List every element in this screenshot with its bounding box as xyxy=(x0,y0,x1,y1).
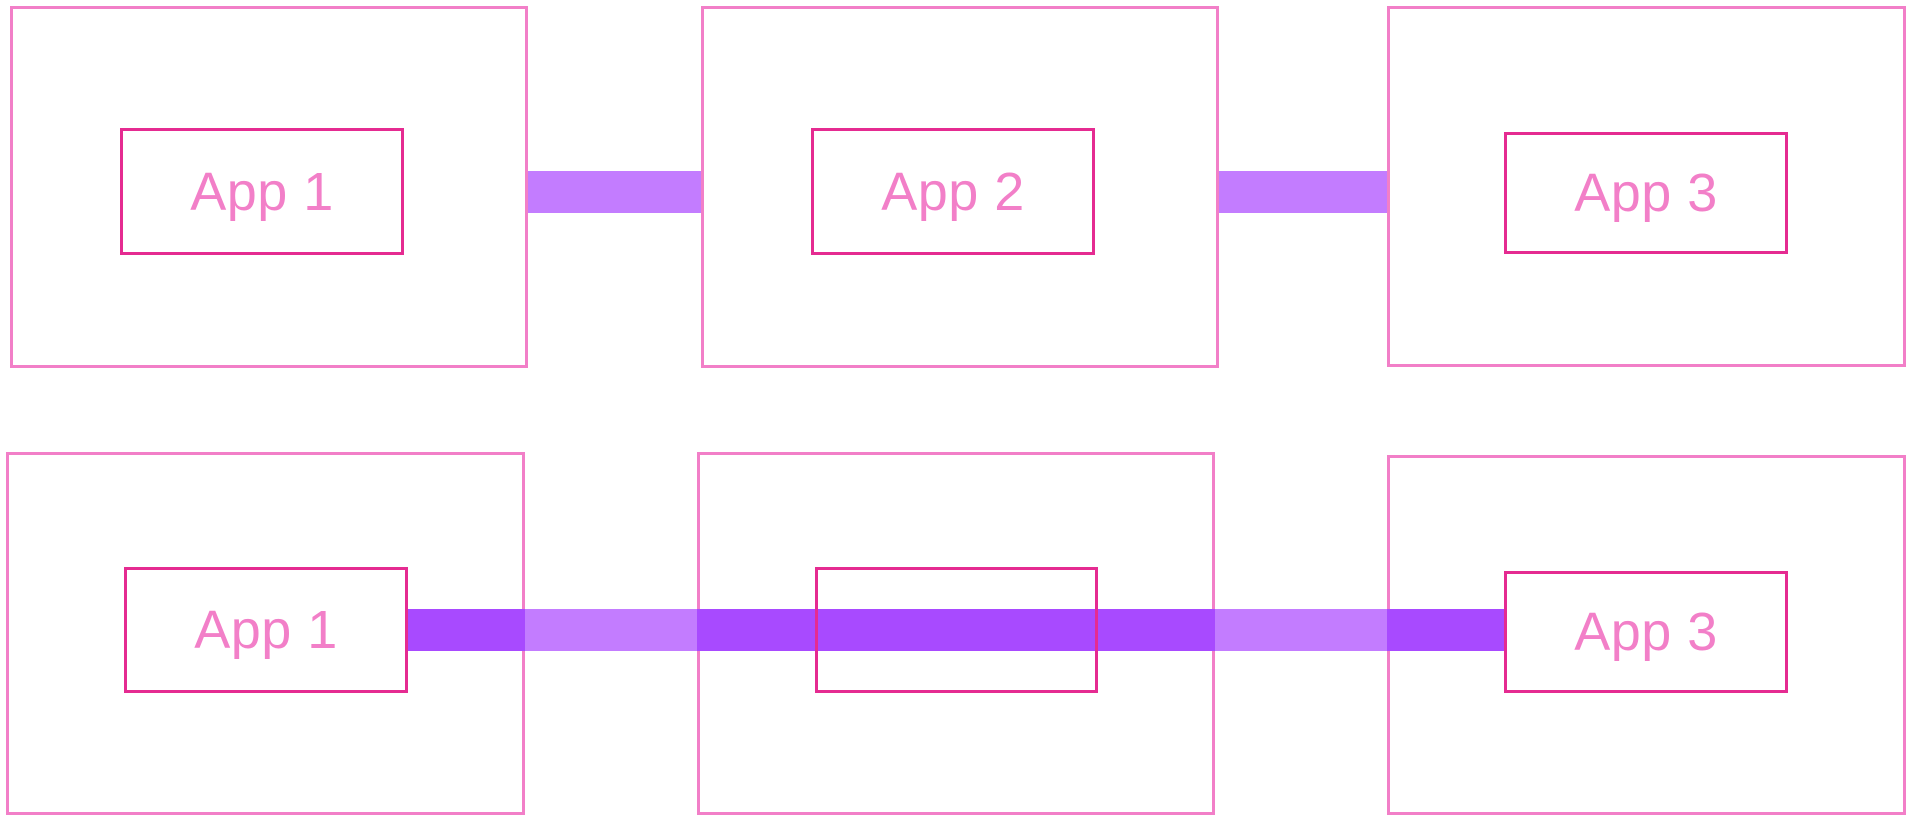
bottom-app-1: App 1 xyxy=(124,567,408,693)
bottom-app-2 xyxy=(815,567,1098,693)
top-app-3: App 3 xyxy=(1504,132,1788,254)
top-app-2: App 2 xyxy=(811,128,1095,255)
top-connector-2-3 xyxy=(1219,171,1387,213)
bottom-app-3: App 3 xyxy=(1504,571,1788,693)
bottom-connector-through-host2 xyxy=(697,609,1215,651)
top-host-2 xyxy=(701,6,1219,368)
bottom-connector-host2-to-host3 xyxy=(1215,609,1387,651)
bottom-connector-host1-to-host2 xyxy=(525,609,697,651)
top-host-1 xyxy=(10,6,528,368)
bottom-connector-host3-to-app3 xyxy=(1387,609,1504,651)
top-host-3 xyxy=(1387,6,1906,367)
top-app-1: App 1 xyxy=(120,128,404,255)
top-connector-1-2 xyxy=(528,171,701,213)
bottom-connector-app1-to-host1-edge xyxy=(408,609,525,651)
